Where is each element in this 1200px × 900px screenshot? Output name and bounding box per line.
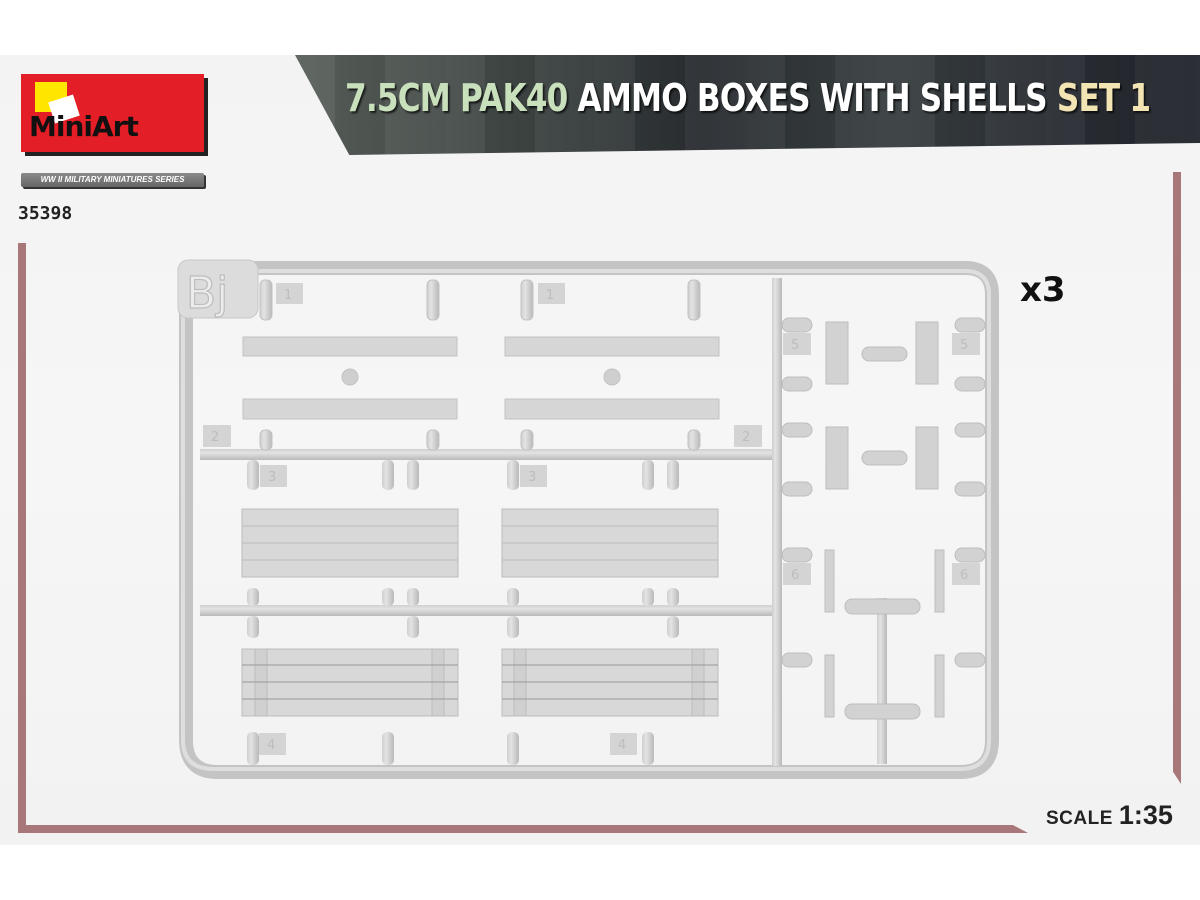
title-banner	[295, 55, 1200, 155]
svg-text:1: 1	[546, 288, 554, 303]
scale-value: 1:35	[1118, 800, 1173, 830]
svg-text:6: 6	[960, 568, 968, 583]
svg-text:2: 2	[211, 430, 219, 445]
title-banner-texture	[295, 55, 1200, 155]
part-6-shells	[781, 547, 986, 720]
title-subject: AMMO BOXES WITH SHELLS	[567, 76, 1057, 120]
svg-text:5: 5	[791, 338, 799, 353]
product-title: 7.5CM PAK40 AMMO BOXES WITH SHELLS SET 1	[345, 76, 1151, 126]
title-gun-name: 7.5CM PAK40	[345, 76, 568, 120]
svg-text:3: 3	[268, 470, 276, 485]
svg-text:3: 3	[528, 470, 536, 485]
svg-text:6: 6	[791, 568, 799, 583]
scale-label: SCALE	[1046, 808, 1113, 829]
part-number-tags: 1 1 2 2 3 3 4 4 5 5 6 6	[203, 283, 980, 755]
part-1-2-right	[504, 279, 720, 451]
svg-text:Bj: Bj	[186, 268, 228, 319]
part-1-2-left	[242, 279, 458, 451]
frame-line-bottom	[18, 825, 1028, 833]
logo-text: MiniArt	[29, 110, 139, 143]
svg-text:5: 5	[960, 338, 968, 353]
part-3-right	[501, 508, 719, 578]
sprue-quantity: x3	[1020, 270, 1066, 310]
part-5-shells	[781, 317, 986, 497]
frame-line-left	[18, 243, 26, 833]
svg-text:1: 1	[284, 288, 292, 303]
part-3-left	[241, 508, 459, 578]
miniart-logo: MiniArt	[21, 74, 204, 152]
svg-text:4: 4	[618, 738, 626, 753]
series-tag: WW II MILITARY MINIATURES SERIES	[21, 173, 204, 187]
frame-line-right	[1173, 172, 1181, 784]
part-4-left	[241, 648, 459, 717]
kit-number: 35398	[18, 203, 73, 224]
title-set: SET 1	[1056, 76, 1151, 120]
svg-text:4: 4	[267, 738, 275, 753]
part-4-right	[501, 648, 719, 717]
svg-text:2: 2	[742, 430, 750, 445]
sprue-letter-tag: Bj	[177, 259, 259, 320]
